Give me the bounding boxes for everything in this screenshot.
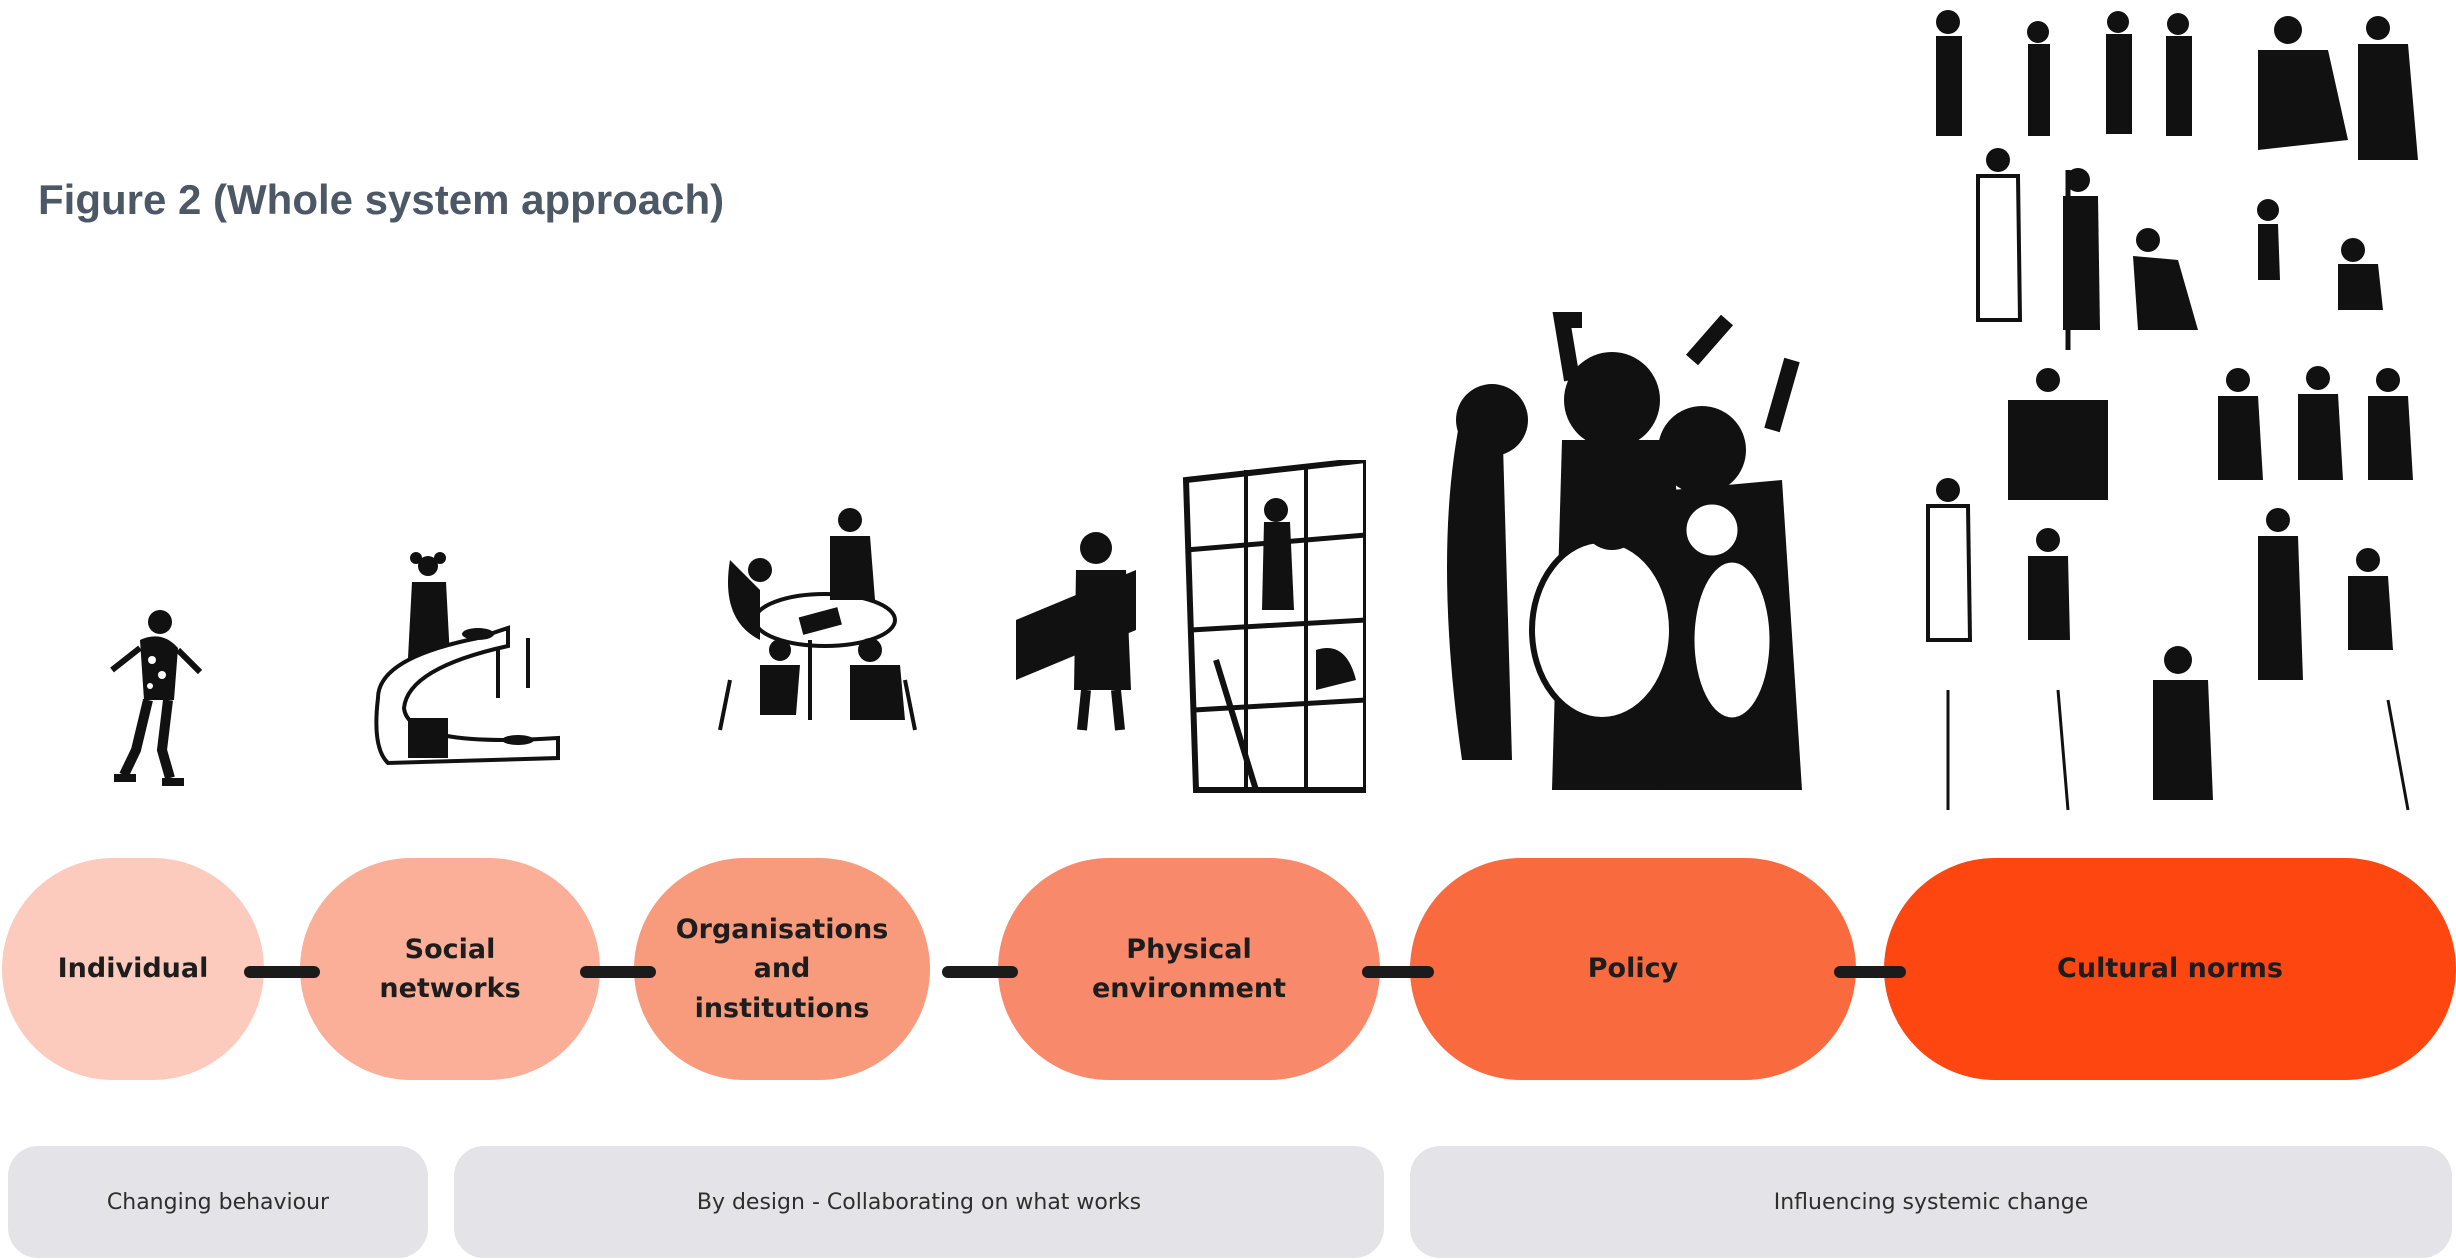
band-changing-behaviour: Changing behaviour (8, 1146, 428, 1258)
level-social-networks: Social networks (300, 858, 600, 1080)
level-organisations-and-institutions: Organisations and institutions (634, 858, 930, 1080)
level-cultural-norms: Cultural norms (1884, 858, 2456, 1080)
level-policy: Policy (1410, 858, 1856, 1080)
meeting-table-illustration (700, 500, 950, 750)
level-label: Cultural norms (2057, 953, 2283, 985)
building-construction-illustration (1016, 460, 1366, 800)
level-physical-environment: Physical environment (998, 858, 1380, 1080)
people-collage-illustration (1908, 0, 2456, 830)
band-label: Changing behaviour (106, 1189, 330, 1215)
level-label: Policy (1587, 953, 1679, 985)
level-label: Organisations and institutions (675, 914, 889, 1024)
connector (244, 966, 320, 978)
skater-illustration (100, 600, 210, 790)
level-label: Physical environment (1091, 933, 1287, 1004)
level-label: Social networks (379, 933, 521, 1004)
figure-title: Figure 2 (Whole system approach) (38, 176, 725, 223)
kitchen-counter-illustration (368, 548, 578, 778)
level-label: Individual (57, 953, 209, 985)
band-influencing-systemic-change: Influencing systemic change (1410, 1146, 2452, 1258)
band-label: Influencing systemic change (1773, 1189, 2089, 1215)
connector (942, 966, 1018, 978)
crowd-protest-illustration (1442, 300, 1812, 790)
connector (1362, 966, 1434, 978)
connector (1834, 966, 1906, 978)
band-by-design: By design - Collaborating on what works (454, 1146, 1384, 1258)
level-individual: Individual (2, 858, 264, 1080)
connector (580, 966, 656, 978)
band-label: By design - Collaborating on what works (696, 1189, 1142, 1215)
